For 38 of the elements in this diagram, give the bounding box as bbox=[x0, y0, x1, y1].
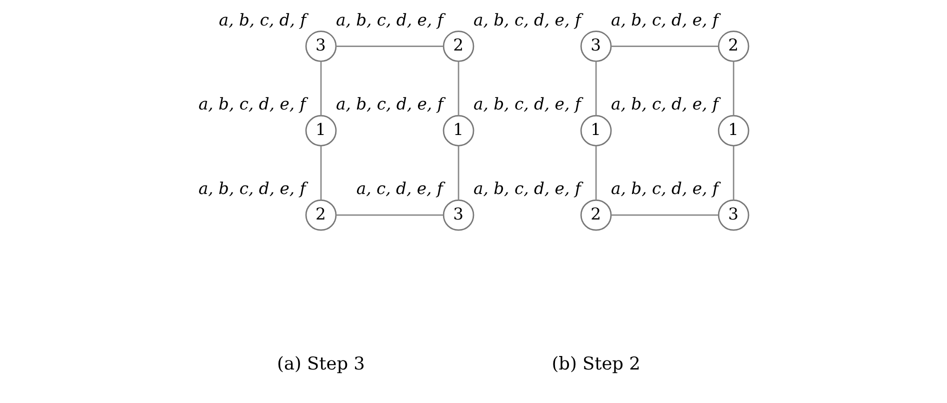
connector bbox=[732, 146, 734, 200]
node-label: a, b, c, d, e, f bbox=[198, 179, 306, 198]
node-circle: 3 bbox=[305, 30, 337, 62]
connector bbox=[336, 214, 444, 216]
node-label: a, b, c, d, e, f bbox=[474, 94, 581, 114]
node-circle: 3 bbox=[442, 199, 474, 231]
node-label: a, b, c, d, e, f bbox=[474, 10, 581, 30]
node-circle: 2 bbox=[305, 199, 337, 231]
node-circle: 1 bbox=[718, 115, 750, 146]
node-circle: 1 bbox=[305, 115, 337, 146]
connector bbox=[458, 62, 460, 116]
node-circle: 2 bbox=[580, 199, 612, 231]
node-label: a, b, c, d, e, f bbox=[611, 179, 718, 198]
node-label: a, b, c, d, e, f bbox=[611, 94, 718, 114]
node-circle: 2 bbox=[442, 30, 474, 62]
label: (b) Step 2 bbox=[552, 354, 640, 375]
node-circle: 3 bbox=[718, 199, 750, 231]
connector bbox=[611, 214, 718, 216]
label: (a) Step 3 bbox=[277, 354, 365, 375]
node-circle: 1 bbox=[580, 115, 612, 146]
connector bbox=[595, 146, 597, 200]
node-label: a, b, c, d, e, f bbox=[198, 94, 306, 114]
connector bbox=[320, 62, 322, 116]
connector bbox=[336, 46, 444, 47]
connector bbox=[458, 146, 460, 200]
node-circle: 2 bbox=[718, 30, 750, 62]
node-label: a, b, c, d, e, f bbox=[336, 94, 444, 114]
node-label: a, b, c, d, e, f bbox=[474, 179, 581, 198]
node-label: a, b, c, d, e, f bbox=[611, 10, 718, 30]
node-label: a, c, d, e, f bbox=[356, 179, 443, 198]
node-circle: 1 bbox=[442, 115, 474, 146]
connector bbox=[595, 62, 597, 116]
connector bbox=[611, 46, 718, 47]
node-label: a, b, c, d, f bbox=[218, 10, 306, 30]
node-label: a, b, c, d, e, f bbox=[336, 10, 444, 30]
node-circle: 3 bbox=[580, 30, 612, 62]
connector bbox=[320, 146, 322, 200]
connector bbox=[732, 62, 734, 116]
